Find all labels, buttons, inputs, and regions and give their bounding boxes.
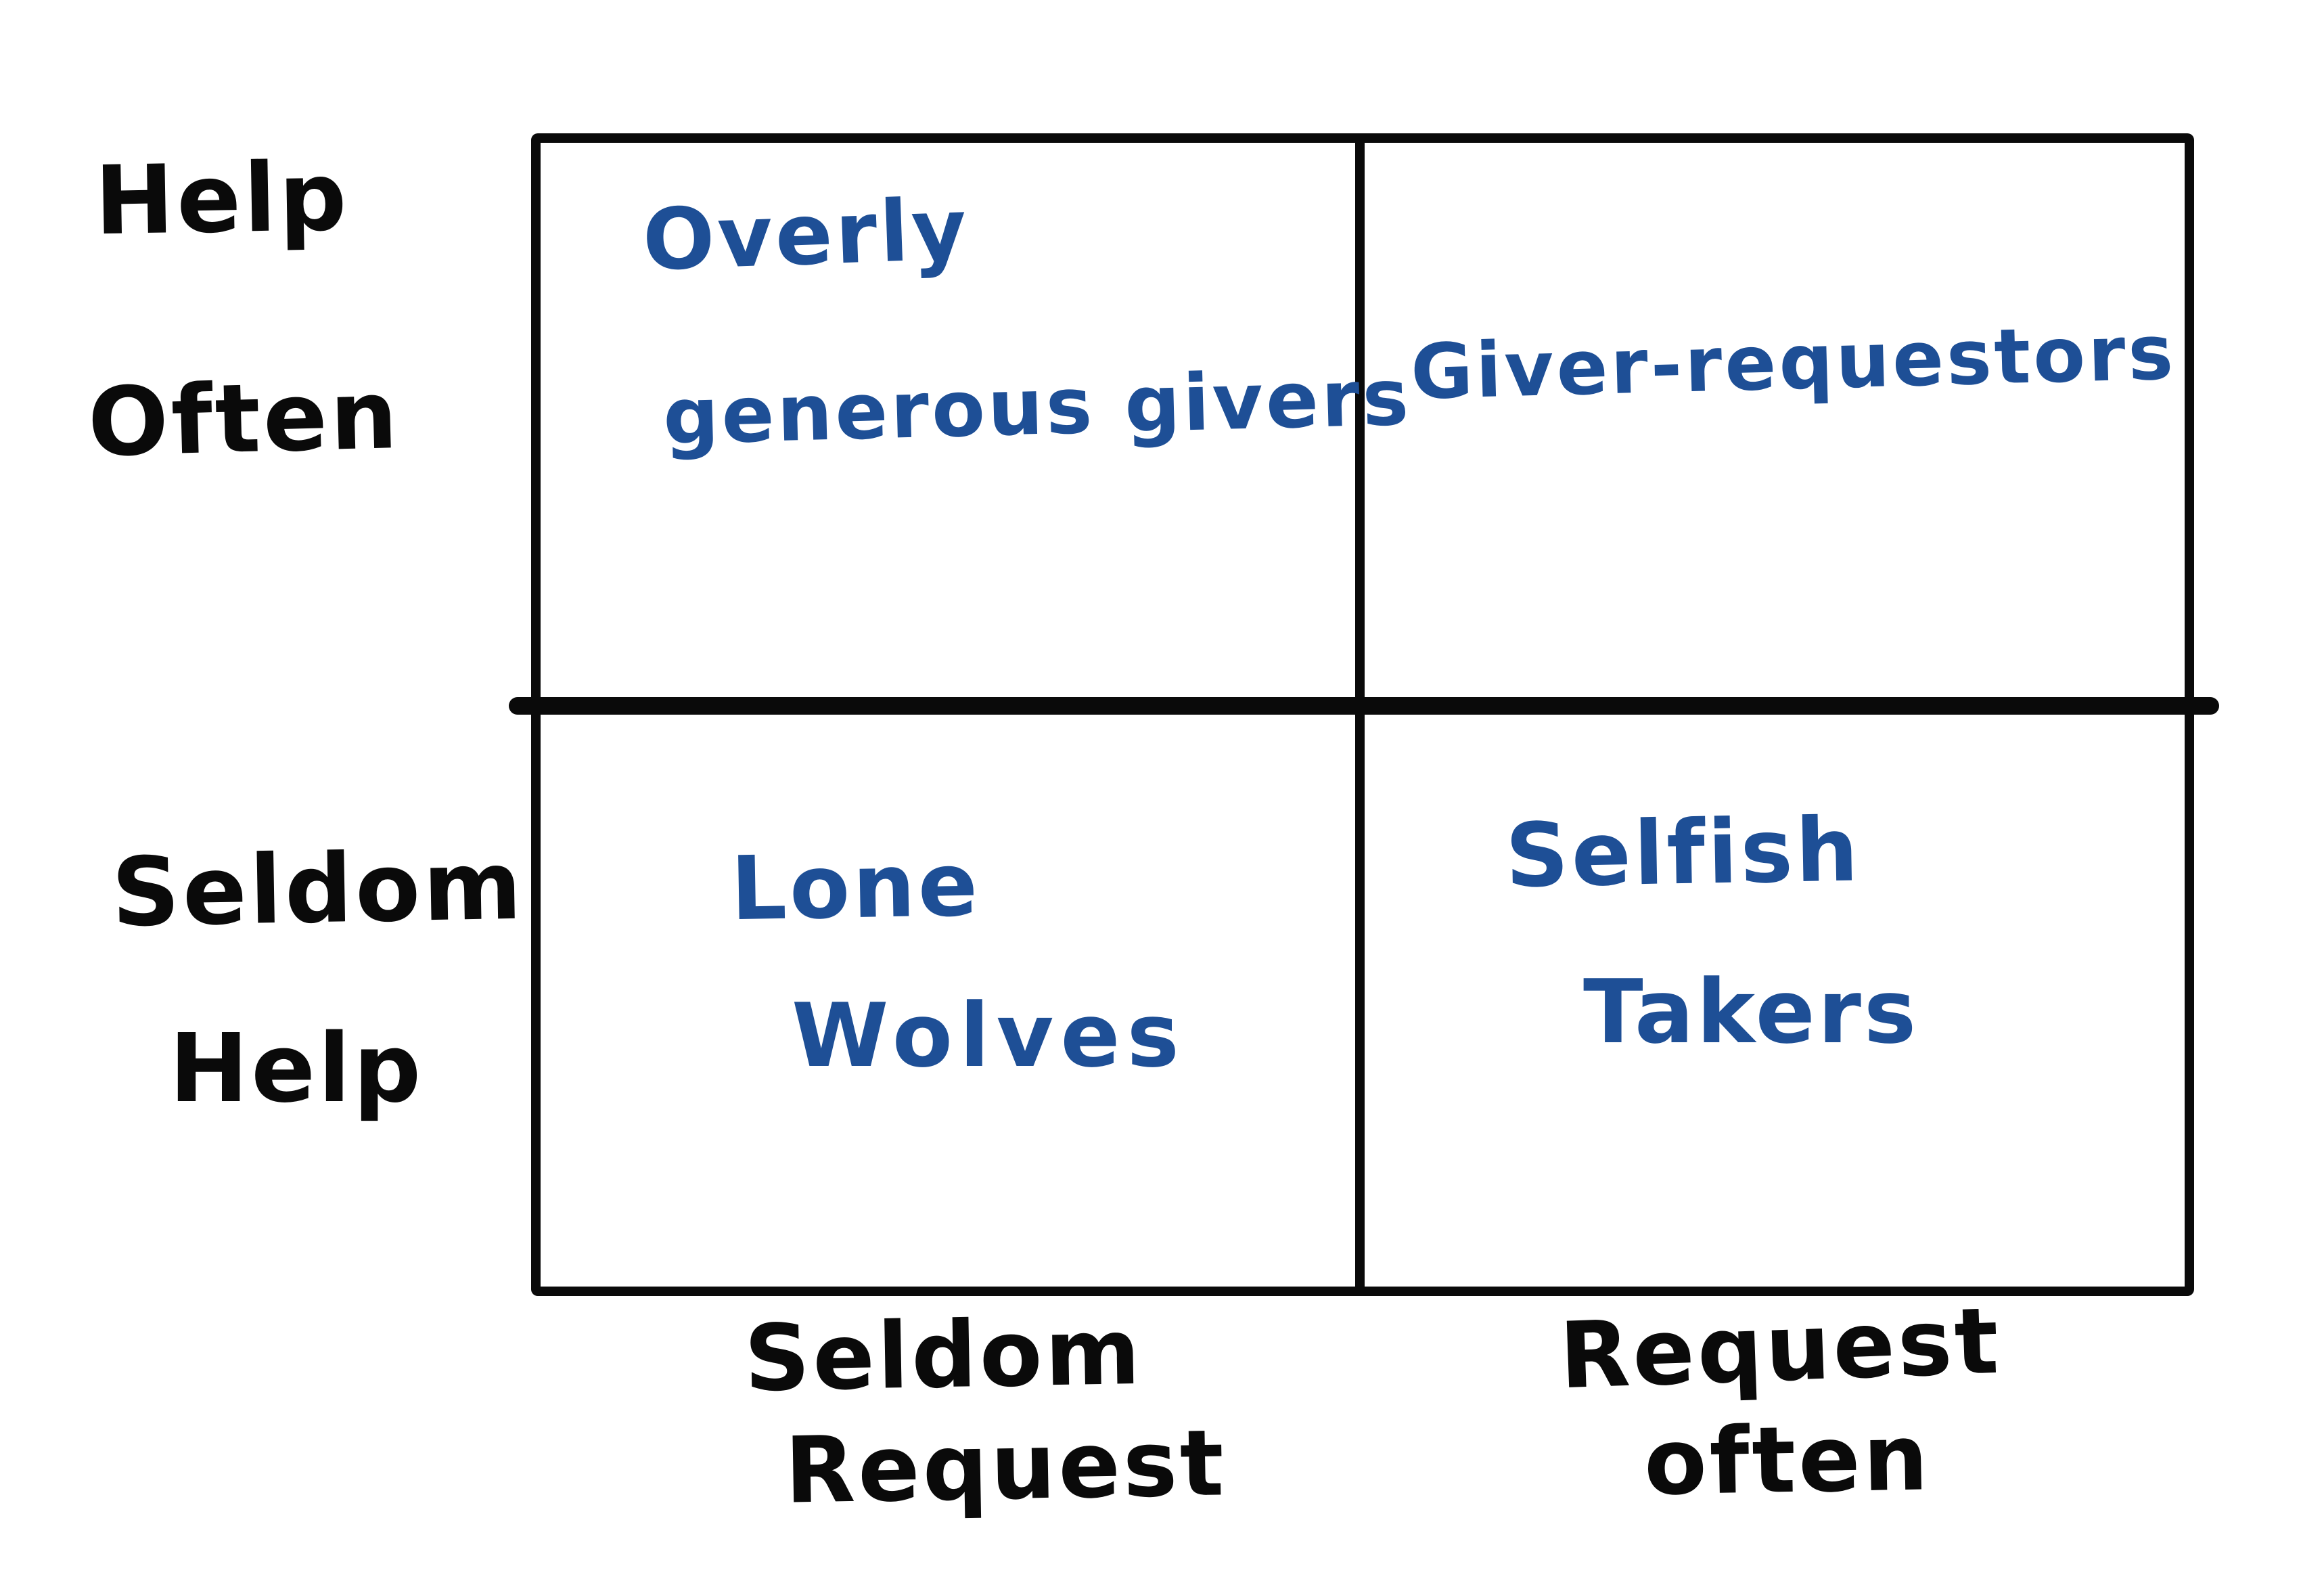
x-axis-right-label-line2: often [1643, 1404, 1932, 1516]
x-axis-left-label-line1: Seldom [743, 1298, 1144, 1412]
y-axis-top-label-line1: Help [93, 141, 350, 257]
quadrant-bottom-left-label-line1: Lone [729, 832, 982, 941]
quadrant-top-left-label-line1: Overly [641, 180, 971, 290]
quadrant-top-right-label: Giver-requestors [1409, 309, 2177, 417]
y-axis-bottom-label-line1: Seldom [110, 830, 526, 949]
quadrant-bottom-right-label-line1: Selfish [1504, 798, 1862, 908]
quadrant-bottom-right-label-line2: Takers [1583, 960, 1919, 1063]
y-axis-top-label-line2: Often [86, 359, 402, 479]
y-axis-bottom-label-line2: Help [169, 1014, 424, 1124]
vertical-divider-line [1355, 133, 1365, 1296]
horizontal-divider-line [509, 697, 2219, 715]
x-axis-left-label-line2: Request [783, 1410, 1228, 1524]
x-axis-right-label-line1: Request [1557, 1287, 2003, 1410]
quadrant-bottom-left-label-line2: Wolves [792, 984, 1186, 1087]
quadrant-top-left-label-line2: generous givers [662, 352, 1413, 463]
quadrant-grid-frame [531, 133, 2194, 1296]
